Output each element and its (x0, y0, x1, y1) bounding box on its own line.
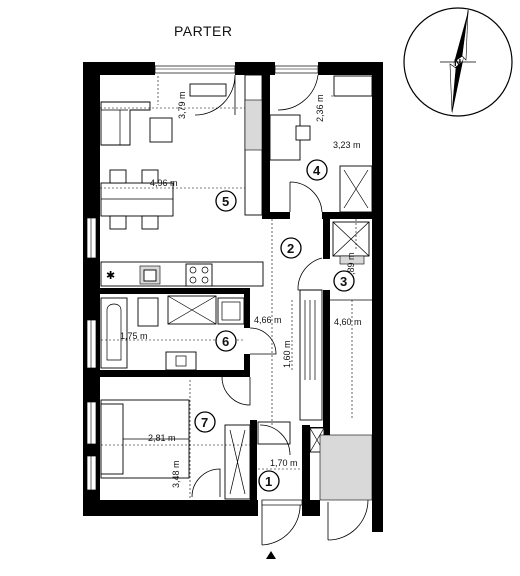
svg-text:3: 3 (340, 274, 347, 289)
room-badge-3: 3 (333, 270, 355, 292)
svg-text:7: 7 (201, 415, 208, 430)
dim-hall-width: 1,70 m (270, 458, 298, 468)
svg-text:6: 6 (222, 334, 229, 349)
top-openings (154, 65, 319, 116)
corridor-furniture (297, 257, 372, 421)
dim-closet-width: 0,89 m (346, 252, 356, 280)
svg-text:1: 1 (265, 474, 272, 489)
dim-corridor-length: 4,66 m (254, 315, 282, 325)
dim-room3-length: 4,60 m (334, 317, 362, 327)
dimension-labels: 3,79 m 4,96 m 2,36 m 3,23 m 0,89 m 4,66 … (120, 91, 362, 488)
room-badge-2: 2 (280, 237, 302, 259)
svg-text:4: 4 (313, 163, 321, 178)
dimension-lines (100, 76, 372, 500)
room-badge-7: 7 (194, 411, 216, 433)
dim-room4-width: 2,36 m (315, 94, 325, 122)
compass-icon: N (403, 7, 513, 117)
bathroom-fixtures (100, 295, 277, 371)
dim-bedroom-width: 2,81 m (148, 433, 176, 443)
room-badge-5: 5 (215, 190, 237, 212)
svg-text:2: 2 (287, 241, 294, 256)
dim-room4-depth: 3,23 m (333, 140, 361, 150)
left-windows (86, 217, 97, 491)
room-numbers: 1 2 3 4 5 6 7 (194, 159, 355, 492)
dim-living-depth: 3,79 m (177, 91, 187, 119)
dim-bedroom-depth: 3,48 m (171, 460, 181, 488)
closet (332, 221, 370, 265)
room4-furniture (269, 75, 373, 213)
entrance-arrow-icon (266, 551, 276, 559)
plan-title: PARTER (174, 23, 233, 39)
dim-living-width: 4,96 m (150, 178, 178, 188)
room-badge-4: 4 (306, 159, 328, 181)
dim-bath-depth: 1,60 m (282, 340, 292, 368)
svg-text:✱: ✱ (106, 269, 115, 282)
dim-bath-width: 1,75 m (120, 331, 148, 341)
bedroom-furniture (100, 376, 251, 500)
porch (319, 427, 383, 541)
living-room-furniture: ✱ (100, 74, 264, 287)
room-badge-1: 1 (258, 470, 280, 492)
svg-text:5: 5 (222, 194, 229, 209)
room-badge-6: 6 (215, 330, 237, 352)
compass-north-label: N (454, 58, 461, 69)
